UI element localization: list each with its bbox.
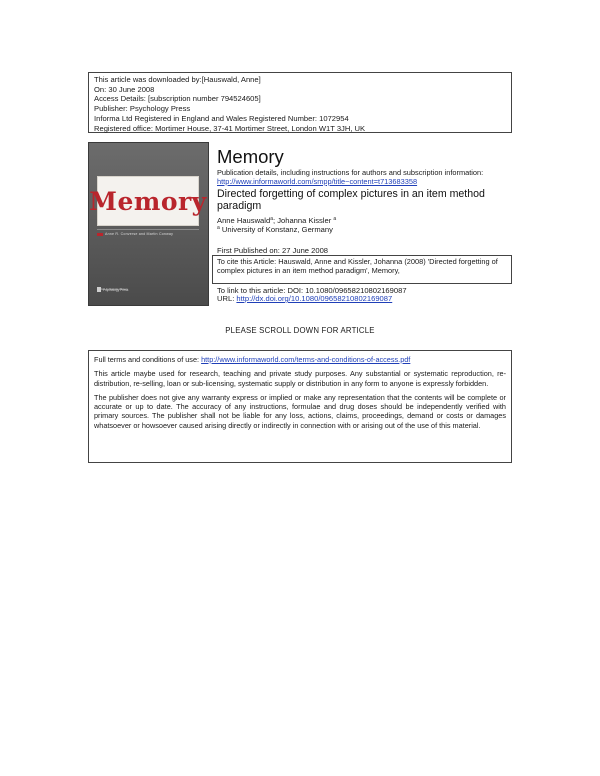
first-published-date: First Published on: 27 June 2008 xyxy=(217,246,329,255)
cover-title-panel: Memory xyxy=(89,176,206,226)
cover-editors: Anne R. Converse and Martin Conway xyxy=(105,232,174,236)
cover-divider xyxy=(97,229,199,230)
url-label: URL: xyxy=(217,294,237,303)
affiliation-mark: a xyxy=(217,225,220,231)
affiliation: a University of Konstanz, Germany xyxy=(217,224,333,234)
publisher-logo: Psychology Press xyxy=(97,281,137,299)
terms-paragraph-disclaimer: The publisher does not give any warranty… xyxy=(94,392,506,430)
journal-name: Memory xyxy=(217,146,284,167)
cover-title: Memory xyxy=(89,186,207,216)
citation-text: To cite this Article: Hauswald, Anne and… xyxy=(217,257,498,276)
url-line: URL: http://dx.doi.org/10.1080/096582108… xyxy=(217,294,393,304)
article-title: Directed forgetting of complex pictures … xyxy=(217,188,485,213)
terms-label: Full terms and conditions of use: xyxy=(94,355,202,364)
author-affiliation-mark-2: a xyxy=(333,216,337,222)
downloaded-by-line: This article was downloaded by:[Hauswald… xyxy=(94,75,261,84)
citation-box: To cite this Article: Hauswald, Anne and… xyxy=(212,255,512,284)
doi-link-line: To link to this article: DOI: 10.1080/09… xyxy=(217,286,407,295)
access-details-line: Access Details: [subscription number 794… xyxy=(94,94,261,104)
download-info-box: This article was downloaded by:[Hauswald… xyxy=(88,72,512,133)
registration-line: Informa Ltd Registered in England and Wa… xyxy=(94,113,349,123)
publication-url-link[interactable]: http://www.informaworld.com/smpp/title~c… xyxy=(217,177,418,186)
publisher-line: Publisher: Psychology Press xyxy=(94,104,191,114)
author-affiliation-mark: a xyxy=(270,216,273,222)
terms-line: Full terms and conditions of use: http:/… xyxy=(94,355,506,364)
doi-url-link[interactable]: http://dx.doi.org/10.1080/09658210802169… xyxy=(236,294,393,303)
authors: Anne Hauswalda; Johanna Kissler a xyxy=(217,215,336,225)
journal-cover-image: Memory Anne R. Converse and Martin Conwa… xyxy=(88,142,209,306)
publication-details: Publication details, including instructi… xyxy=(217,168,484,177)
terms-box: Full terms and conditions of use: http:/… xyxy=(88,350,512,463)
date-line: On: 30 June 2008 xyxy=(94,84,155,94)
scroll-down-notice: PLEASE SCROLL DOWN FOR ARTICLE xyxy=(225,326,375,335)
publisher-logo-text: Psychology Press xyxy=(103,287,129,292)
registered-office-line: Registered office: Mortimer House, 37-41… xyxy=(94,123,366,133)
author-name: Anne Hauswald xyxy=(217,216,271,225)
affiliation-text: University of Konstanz, Germany xyxy=(221,225,333,234)
terms-url-link[interactable]: http://www.informaworld.com/terms-and-co… xyxy=(201,355,411,364)
publisher-logo-subtext: Taylor & Francis Group xyxy=(97,287,128,291)
author-name-2: ; Johanna Kissler xyxy=(272,216,332,225)
publisher-logo-icon xyxy=(97,287,101,293)
terms-paragraph-usage: This article maybe used for research, te… xyxy=(94,369,506,388)
cover-accent-mark xyxy=(97,233,103,236)
